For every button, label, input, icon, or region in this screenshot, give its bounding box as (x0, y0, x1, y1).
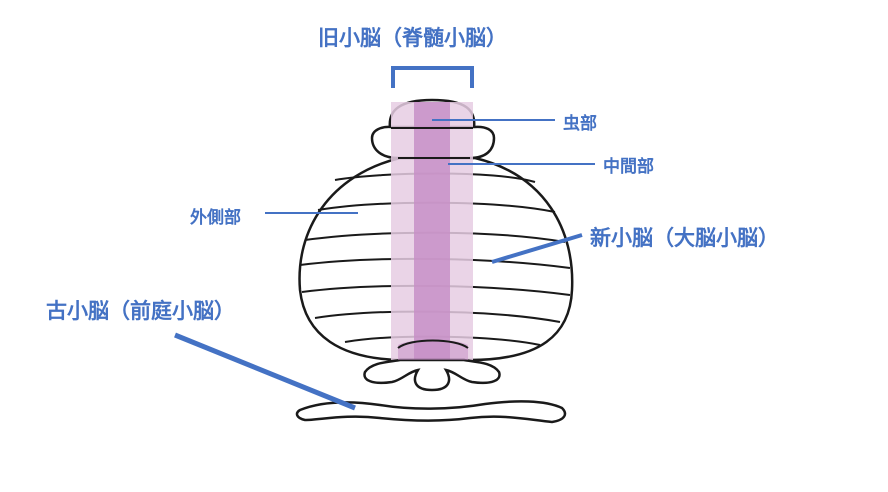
flocculus-strip (295, 400, 567, 424)
label-archicerebellum: 古小脳（前庭小脳） (46, 299, 235, 323)
label-vermis: 虫部 (563, 114, 597, 134)
label-intermediate: 中間部 (603, 157, 654, 177)
archicerebellum-leader (174, 332, 356, 411)
flocculonodular-lobe (363, 358, 501, 392)
vermis-band (414, 102, 450, 360)
label-neocerebellum: 新小脳（大脳小脳） (590, 226, 779, 250)
label-paleocerebellum: 旧小脳（脊髄小脳） (318, 26, 507, 50)
label-lateral: 外側部 (190, 208, 241, 228)
neocerebellum-leader (491, 233, 583, 264)
paleocerebellum-bracket (391, 66, 474, 88)
